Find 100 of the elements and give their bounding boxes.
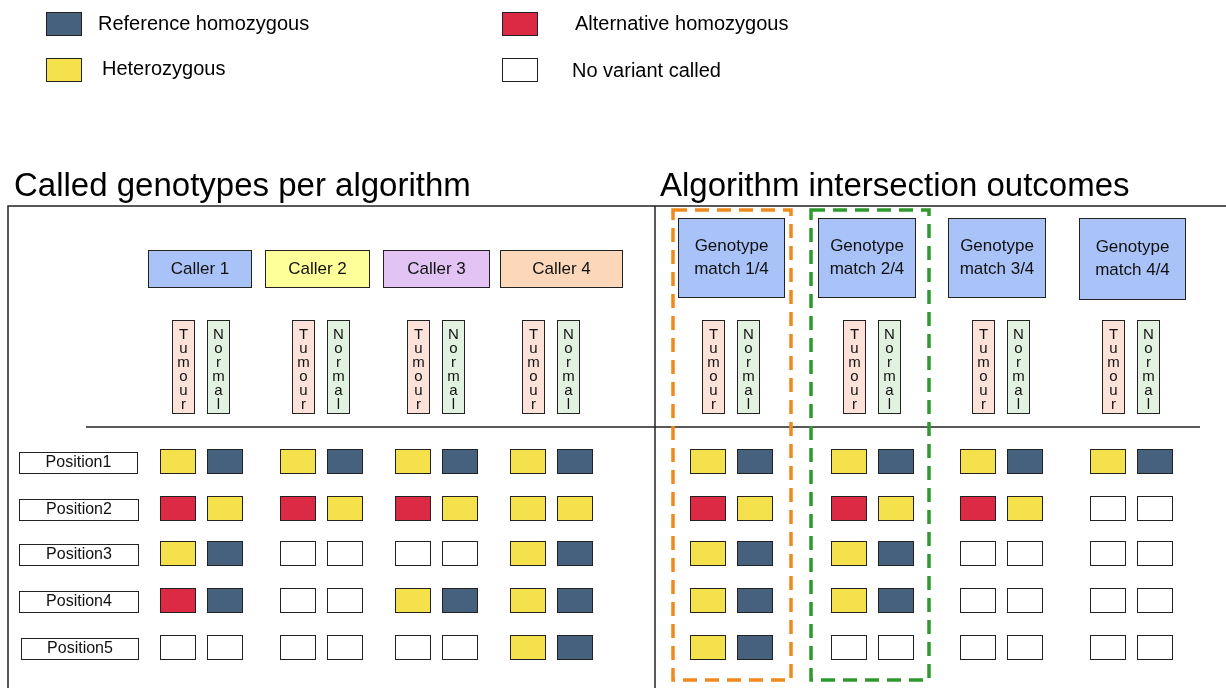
genotype-square xyxy=(510,496,546,521)
sample-label: Tumour xyxy=(407,320,430,414)
caller-label: Caller 1 xyxy=(148,250,252,288)
position-label: Position1 xyxy=(19,452,138,474)
genotype-square xyxy=(510,635,546,660)
genotype-square xyxy=(1007,588,1043,613)
sample-label: Normal xyxy=(207,320,230,414)
genotype-square xyxy=(442,496,478,521)
genotype-square xyxy=(1090,496,1126,521)
genotype-square xyxy=(690,635,726,660)
genotype-square xyxy=(395,541,431,566)
genotype-square xyxy=(160,496,196,521)
match-label: Genotype match 2/4 xyxy=(818,218,916,298)
genotype-square xyxy=(690,541,726,566)
caller-label: Caller 2 xyxy=(265,250,370,288)
genotype-square xyxy=(280,635,316,660)
genotype-square xyxy=(737,449,773,474)
genotype-square xyxy=(280,588,316,613)
genotype-square xyxy=(510,588,546,613)
caller-label: Caller 4 xyxy=(500,250,623,288)
genotype-square xyxy=(960,541,996,566)
genotype-square xyxy=(1007,449,1043,474)
genotype-square xyxy=(960,496,996,521)
genotype-square xyxy=(960,449,996,474)
legend-label: No variant called xyxy=(572,59,721,82)
sample-label: Tumour xyxy=(972,320,995,414)
genotype-square xyxy=(878,541,914,566)
genotype-square xyxy=(207,541,243,566)
genotype-square xyxy=(960,635,996,660)
genotype-square xyxy=(1090,541,1126,566)
genotype-square xyxy=(442,449,478,474)
genotype-square xyxy=(1137,496,1173,521)
sample-label: Tumour xyxy=(1102,320,1125,414)
genotype-square xyxy=(557,588,593,613)
genotype-square xyxy=(878,588,914,613)
genotype-square xyxy=(690,588,726,613)
genotype-square xyxy=(878,496,914,521)
genotype-square xyxy=(557,449,593,474)
genotype-square xyxy=(1137,635,1173,660)
genotype-square xyxy=(831,588,867,613)
genotype-square xyxy=(557,496,593,521)
genotype-square xyxy=(690,449,726,474)
sample-label: Tumour xyxy=(292,320,315,414)
section-heading: Algorithm intersection outcomes xyxy=(660,166,1130,204)
genotype-square xyxy=(160,588,196,613)
genotype-square xyxy=(1090,635,1126,660)
genotype-square xyxy=(1007,635,1043,660)
genotype-square xyxy=(737,496,773,521)
legend-label: Alternative homozygous xyxy=(575,12,789,35)
genotype-square xyxy=(160,541,196,566)
legend-label: Heterozygous xyxy=(102,57,226,80)
position-label: Position3 xyxy=(19,544,139,566)
genotype-square xyxy=(557,635,593,660)
genotype-square xyxy=(960,588,996,613)
genotype-square xyxy=(327,588,363,613)
position-label: Position5 xyxy=(21,638,139,660)
genotype-square xyxy=(831,541,867,566)
genotype-square xyxy=(395,449,431,474)
genotype-square xyxy=(280,496,316,521)
section-heading: Called genotypes per algorithm xyxy=(14,166,471,204)
genotype-square xyxy=(395,496,431,521)
sample-label: Tumour xyxy=(702,320,725,414)
sample-label: Normal xyxy=(557,320,580,414)
match-label: Genotype match 1/4 xyxy=(678,218,785,298)
genotype-square xyxy=(442,541,478,566)
genotype-square xyxy=(831,496,867,521)
genotype-square xyxy=(1007,496,1043,521)
genotype-square xyxy=(1007,541,1043,566)
genotype-square xyxy=(831,635,867,660)
sample-label: Normal xyxy=(327,320,350,414)
sample-label: Normal xyxy=(1137,320,1160,414)
genotype-square xyxy=(442,635,478,660)
position-label: Position2 xyxy=(19,499,139,521)
genotype-square xyxy=(878,635,914,660)
genotype-square xyxy=(442,588,478,613)
genotype-square xyxy=(280,449,316,474)
sample-label: Normal xyxy=(878,320,901,414)
legend-label: Reference homozygous xyxy=(98,12,310,35)
sample-label: Tumour xyxy=(843,320,866,414)
genotype-square xyxy=(395,635,431,660)
genotype-square xyxy=(1137,449,1173,474)
genotype-square xyxy=(510,541,546,566)
genotype-square xyxy=(327,541,363,566)
genotype-square xyxy=(690,496,726,521)
genotype-square xyxy=(327,635,363,660)
genotype-square xyxy=(737,588,773,613)
genotype-square xyxy=(207,496,243,521)
caller-label: Caller 3 xyxy=(383,250,490,288)
sample-label: Tumour xyxy=(522,320,545,414)
match-label: Genotype match 3/4 xyxy=(948,218,1046,298)
genotype-square xyxy=(1090,588,1126,613)
genotype-square xyxy=(207,635,243,660)
genotype-square xyxy=(160,635,196,660)
genotype-square xyxy=(1090,449,1126,474)
genotype-square xyxy=(207,449,243,474)
sample-label: Normal xyxy=(737,320,760,414)
genotype-square xyxy=(207,588,243,613)
position-label: Position4 xyxy=(19,591,139,613)
match-label: Genotype match 4/4 xyxy=(1079,218,1186,300)
sample-label: Normal xyxy=(442,320,465,414)
